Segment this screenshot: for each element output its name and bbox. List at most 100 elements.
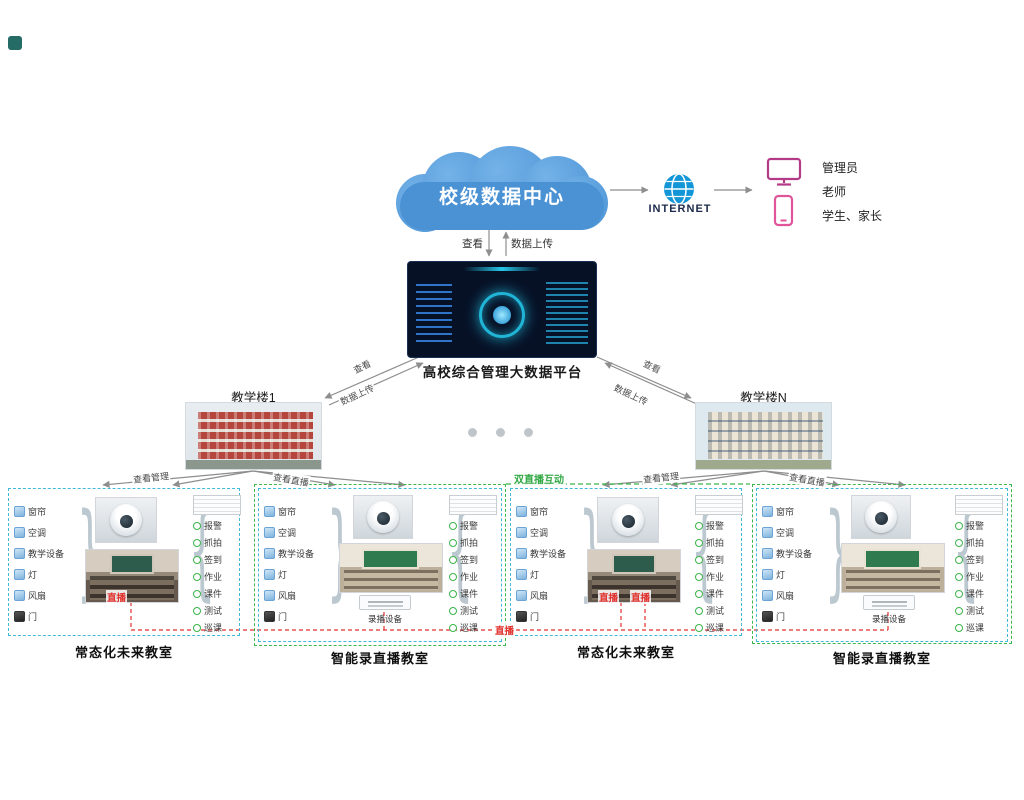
function-item: 巡课 — [695, 621, 743, 634]
device-icon — [14, 548, 25, 559]
item-label: 空调 — [530, 528, 549, 538]
dual-live-outline — [254, 484, 506, 646]
device-item: 空调 — [14, 526, 64, 539]
function-item: 作业 — [193, 570, 241, 583]
function-item: 签到 — [695, 553, 743, 566]
dome-camera-photo — [851, 495, 911, 539]
camera-dome — [110, 504, 142, 536]
item-label: 灯 — [28, 570, 38, 580]
item-label: 课件 — [460, 589, 479, 599]
device-icon — [516, 590, 527, 601]
function-item: 签到 — [955, 553, 1003, 566]
function-icon — [695, 521, 703, 530]
item-label: 测试 — [204, 606, 223, 616]
device-icon — [762, 527, 773, 538]
function-icon — [193, 555, 201, 564]
item-label: 风扇 — [278, 591, 297, 601]
function-icon — [449, 589, 457, 598]
device-icon — [516, 548, 527, 559]
item-label: 巡课 — [204, 623, 223, 633]
dome-camera-photo — [95, 497, 157, 543]
watermark-logo-icon — [8, 36, 22, 50]
device-icon — [264, 527, 275, 538]
device-icon — [516, 569, 527, 580]
function-item: 课件 — [695, 587, 743, 600]
device-item: 灯 — [762, 568, 812, 581]
function-item: 签到 — [449, 553, 497, 566]
device-item: 窗帘 — [516, 505, 566, 518]
function-icon — [955, 538, 963, 547]
classroom-photo — [339, 543, 443, 593]
function-item: 测试 — [449, 604, 497, 617]
item-label: 课件 — [706, 589, 725, 599]
device-icon — [264, 569, 275, 580]
link-upload-label: 数据上传 — [511, 238, 553, 250]
camera-dome — [865, 501, 897, 533]
item-label: 巡课 — [966, 623, 985, 633]
user-role-admin: 管理员 — [822, 161, 859, 175]
item-label: 窗帘 — [28, 507, 47, 517]
item-label: 课件 — [966, 589, 985, 599]
function-item: 巡课 — [449, 621, 497, 634]
function-item: 报警 — [955, 519, 1003, 532]
function-item: 测试 — [955, 604, 1003, 617]
building-n-label: 教学楼N — [740, 391, 787, 405]
device-list: 窗帘空调教学设备灯风扇门 — [762, 505, 812, 623]
device-icon — [14, 506, 25, 517]
link-view-label: 查看 — [462, 238, 483, 250]
device-item: 教学设备 — [762, 547, 812, 560]
item-label: 作业 — [706, 572, 725, 582]
device-icon — [14, 569, 25, 580]
function-icon — [695, 555, 703, 564]
device-item: 门 — [14, 610, 64, 623]
function-item: 作业 — [449, 570, 497, 583]
device-icon — [14, 611, 25, 622]
cloud-label: 校级数据中心 — [438, 187, 565, 208]
building-1-label: 教学楼1 — [231, 391, 276, 405]
classroom-photo — [85, 549, 179, 603]
item-label: 作业 — [204, 572, 223, 582]
recorder-label: 录播设备 — [871, 614, 906, 624]
function-list: 报警抓拍签到作业课件测试巡课 — [449, 519, 497, 634]
function-icon — [955, 589, 963, 598]
device-list: 窗帘空调教学设备灯风扇门 — [516, 505, 566, 623]
item-label: 测试 — [966, 606, 985, 616]
function-item: 巡课 — [193, 621, 241, 634]
device-item: 教学设备 — [516, 547, 566, 560]
function-item: 报警 — [449, 519, 497, 532]
function-item: 作业 — [955, 570, 1003, 583]
item-label: 门 — [530, 612, 540, 622]
ellipsis-dot — [524, 428, 533, 437]
function-column: 报警抓拍签到作业课件测试巡课 — [955, 495, 1003, 634]
device-icon — [14, 590, 25, 601]
item-label: 测试 — [460, 606, 479, 616]
device-item: 教学设备 — [14, 547, 64, 560]
function-item: 报警 — [695, 519, 743, 532]
item-label: 报警 — [460, 521, 479, 531]
control-panel-photo — [955, 495, 1003, 515]
live-label: 直播 — [106, 590, 128, 604]
function-icon — [449, 538, 457, 547]
item-label: 签到 — [204, 555, 223, 565]
item-label: 抓拍 — [204, 538, 223, 548]
device-item: 空调 — [264, 526, 314, 539]
item-label: 门 — [28, 612, 38, 622]
function-icon — [695, 572, 703, 581]
live-label: 直播 — [494, 623, 516, 637]
item-label: 窗帘 — [776, 507, 795, 517]
function-list: 报警抓拍签到作业课件测试巡课 — [695, 519, 743, 634]
dual-live-label: 双直播互动 — [512, 471, 566, 486]
device-icon — [516, 611, 527, 622]
device-icon — [762, 506, 773, 517]
function-item: 抓拍 — [695, 536, 743, 549]
item-label: 课件 — [204, 589, 223, 599]
item-label: 教学设备 — [28, 549, 65, 559]
control-panel-photo — [193, 495, 241, 515]
item-label: 签到 — [460, 555, 479, 565]
cloud-shape — [400, 182, 604, 230]
item-label: 作业 — [460, 572, 479, 582]
device-icon — [264, 611, 275, 622]
